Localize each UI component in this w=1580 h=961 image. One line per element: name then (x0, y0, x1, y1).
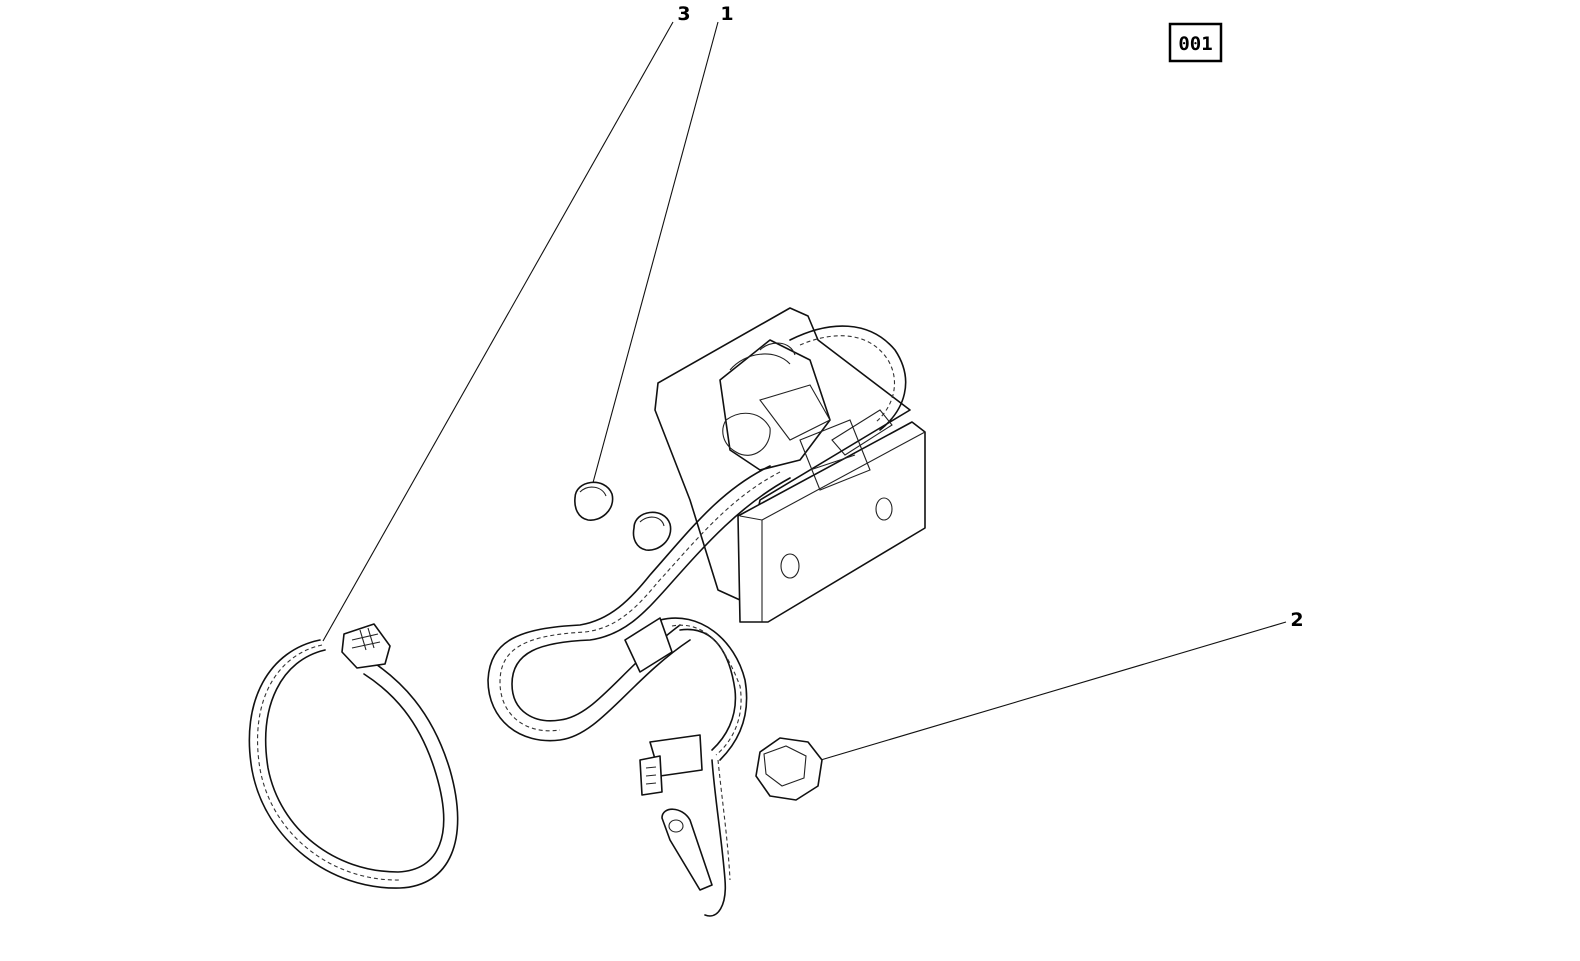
callout-2-label: 2 (1290, 609, 1303, 631)
page-code-box: 001 (1168, 22, 1223, 63)
page-code-label: 001 (1178, 33, 1212, 55)
grommet-icon (574, 481, 672, 551)
wiring-harness-icon (487, 465, 791, 917)
leader-line-2 (813, 621, 1287, 763)
callout-3-label: 3 (677, 3, 690, 25)
hex-nut-icon (755, 737, 823, 801)
control-module-icon (654, 307, 926, 623)
cable-tie-icon (248, 623, 459, 889)
callout-1-label: 1 (720, 3, 733, 25)
leader-line-1 (590, 21, 719, 491)
leader-line-3 (322, 21, 674, 642)
